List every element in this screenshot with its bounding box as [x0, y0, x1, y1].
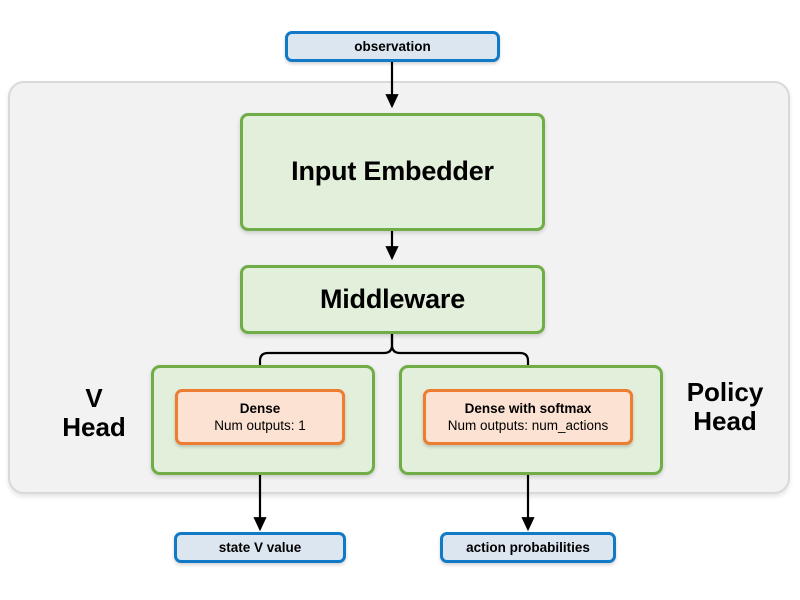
label-v-head-caption: V Head [62, 383, 126, 443]
node-input-embedder[interactable]: Input Embedder [240, 113, 545, 231]
node-dense-with-softmax-title: Dense with softmax [464, 400, 592, 416]
label-policy-head-caption: Policy Head [686, 377, 764, 437]
node-dense-title: Dense [239, 400, 281, 416]
node-dense-subtitle: Num outputs: 1 [214, 417, 306, 433]
node-observation-label: observation [354, 38, 431, 54]
node-action-probabilities-label: action probabilities [466, 539, 590, 555]
node-state-v-value[interactable]: state V value [174, 532, 346, 563]
node-state-v-value-label: state V value [218, 539, 302, 555]
node-dense[interactable]: Dense Num outputs: 1 [175, 389, 345, 445]
node-action-probabilities[interactable]: action probabilities [440, 532, 616, 563]
node-middleware[interactable]: Middleware [240, 265, 545, 334]
node-dense-with-softmax-subtitle: Num outputs: num_actions [447, 417, 609, 433]
node-middleware-label: Middleware [319, 283, 466, 314]
node-dense-with-softmax[interactable]: Dense with softmax Num outputs: num_acti… [423, 389, 633, 445]
node-observation[interactable]: observation [285, 31, 500, 62]
node-input-embedder-label: Input Embedder [291, 156, 494, 187]
